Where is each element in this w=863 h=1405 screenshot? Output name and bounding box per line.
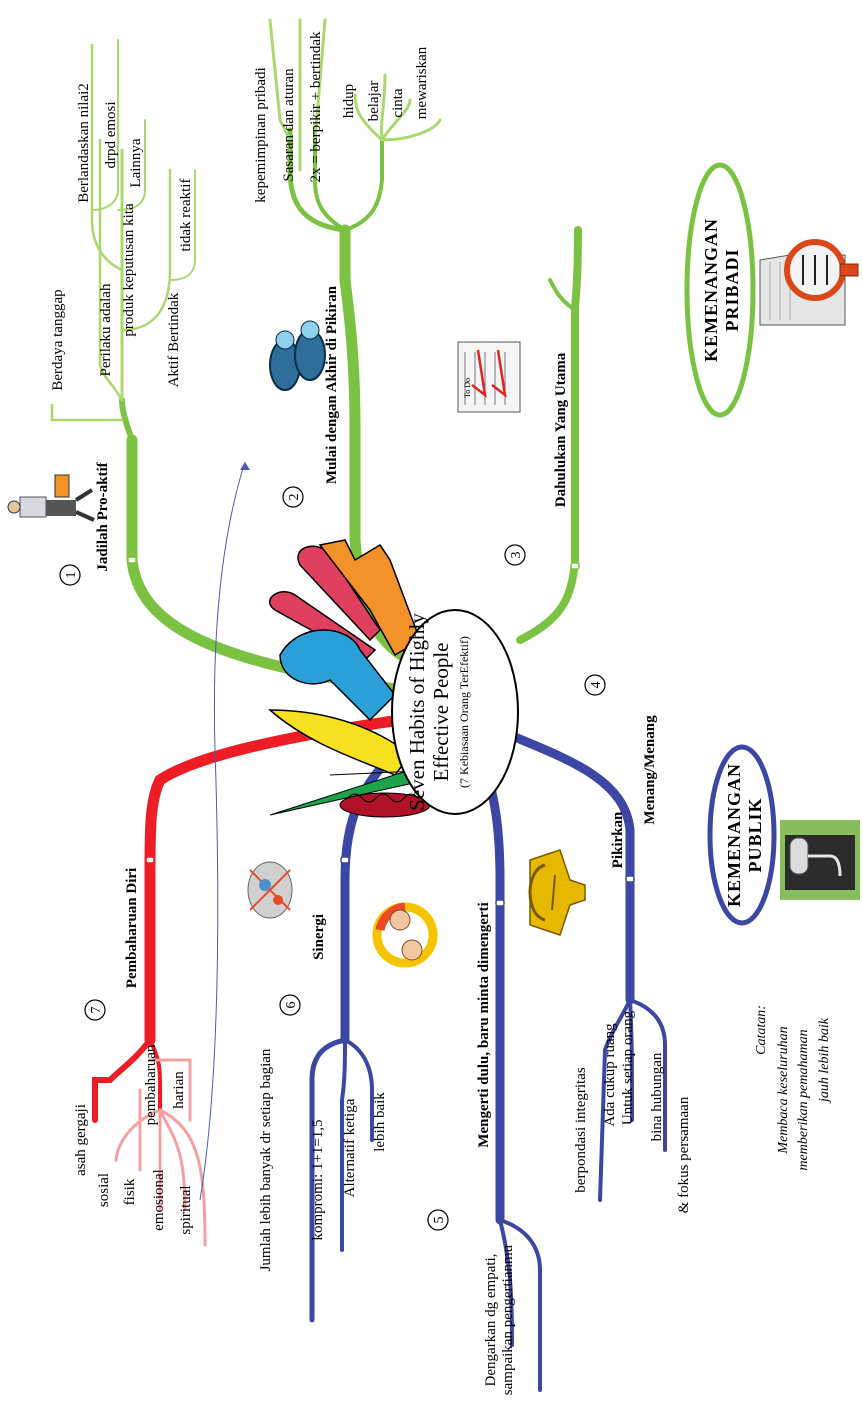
- habit-7-title: Pembaharuan Diri: [124, 868, 140, 988]
- cycle-arrow: [199, 461, 246, 1201]
- center-title-line1: Seven Habits of Highly: [405, 613, 429, 811]
- habit-4-item: bina hubungan: [649, 1052, 665, 1141]
- habit-5: 5 Mengerti dulu, baru minta dimengerti D…: [372, 902, 516, 1395]
- green-branches: [50, 18, 582, 696]
- habit-2-item: Sasaran dan aturan: [281, 68, 297, 182]
- habit-1-item: tidak reaktif: [178, 179, 194, 252]
- habit-7-number: 7: [89, 1007, 104, 1014]
- habit-4-item: Ada cukup ruang: [602, 1023, 618, 1127]
- habit-3: 3 Dahulukan Yang Utama To Do: [457, 341, 569, 566]
- habit-1: 1 Jadilah Pro-aktif Berdaya tanggap Peri…: [7, 83, 194, 586]
- kemenangan-pribadi-line1: KEMENANGAN: [701, 218, 721, 362]
- habit-6-item: lebih baik: [372, 1092, 388, 1152]
- habit-7-item: spiritual: [178, 1185, 194, 1234]
- habit-1-item: Berdaya tanggap: [50, 289, 66, 390]
- people-cycle-icon: [372, 902, 438, 968]
- habit-7-item: asah gergaji: [73, 1104, 89, 1176]
- habit-2-item: cinta: [390, 88, 406, 117]
- habit-2-title: Mulai dengan Akhir di Pikiran: [324, 285, 340, 484]
- habit-1-item: produk keputusan kita: [121, 203, 137, 337]
- habit-1-item: Aktif Bertindak: [166, 292, 182, 387]
- center-title-line2: Effective People: [429, 643, 453, 782]
- note-line3: memberikan pemahaman: [796, 1029, 811, 1170]
- habit-2-number: 2: [287, 494, 302, 501]
- branch-habit-2: [339, 224, 416, 666]
- habit-1-number: 1: [64, 572, 79, 579]
- habit-1-item: Perilaku adalah: [98, 283, 114, 376]
- habit-7-item: sosial: [96, 1173, 112, 1207]
- arrow-head-icon: [240, 462, 250, 470]
- synergy-icon: [247, 861, 293, 919]
- kemenangan-pribadi: KEMENANGAN PRIBADI: [684, 162, 859, 418]
- kemenangan-publik-line1: KEMENANGAN: [724, 763, 744, 907]
- center-topic: Seven Habits of Highly Effective People …: [391, 609, 519, 815]
- habit-7: 7 Pembaharuan Diri asah gergaji pembahar…: [73, 868, 194, 1235]
- trophy-icon: [528, 849, 586, 936]
- habit-4-title2: Menang/Menang: [642, 715, 658, 825]
- habit-6-title: Sinergi: [311, 914, 327, 960]
- habit-2-item: hidup: [341, 84, 357, 118]
- habit-2: 2 Mulai dengan Akhir di Pikiran kepemimp…: [253, 31, 430, 508]
- habit-4-title: Pikirkan: [610, 811, 626, 868]
- habit-6: 6 Sinergi Jumlah lebih banyak dr setiap …: [247, 861, 388, 1271]
- habit-2-item: mewariskan: [414, 46, 430, 119]
- habit-6-item: Jumlah lebih banyak dr setiap bagian: [258, 1048, 274, 1271]
- note-line2: Membaca keseluruhan: [776, 1026, 791, 1154]
- habit-6-number: 6: [284, 1002, 299, 1009]
- habit-3-title: Dahulukan Yang Utama: [553, 352, 569, 507]
- kemenangan-publik: KEMENANGAN PUBLIK: [707, 744, 860, 926]
- person-icon: [7, 474, 95, 522]
- habit-6-item: Alternatif ketiga: [342, 1098, 358, 1197]
- habit-4-item: & fokus persamaan: [676, 1096, 692, 1213]
- habit-7-item: pembaharuan: [143, 1044, 159, 1125]
- habit-4-item: berpondasi integritas: [573, 1067, 589, 1193]
- habit-5-item: sampaikan pengertianmu: [500, 1244, 516, 1395]
- binoculars-icon: [269, 320, 326, 391]
- habit-1-item: drpd emosi: [103, 101, 119, 168]
- kemenangan-pribadi-line2: PRIBADI: [722, 248, 742, 331]
- note: Catatan: Membaca keseluruhan memberikan …: [754, 1005, 832, 1170]
- magnifier-icon: [759, 239, 859, 326]
- habit-7-item: fisik: [122, 1178, 138, 1205]
- red-branches: [92, 714, 406, 1247]
- center-subtitle: (7 Kebiasaan Orang TerEfektif): [457, 636, 471, 788]
- branch-habit-7: [144, 714, 406, 1046]
- todo-list-icon: To Do: [457, 341, 521, 413]
- todo-label: To Do: [463, 378, 472, 398]
- habit-1-item: Lainnya: [128, 138, 144, 187]
- habit-2-item: belajar: [366, 81, 382, 122]
- note-line4: jauh lebih baik: [817, 1017, 832, 1104]
- habit-7-item: harian: [171, 1071, 187, 1109]
- branch-habit-3: [516, 226, 582, 644]
- habit-1-title: Jadilah Pro-aktif: [95, 461, 111, 571]
- habit-3-number: 3: [509, 552, 524, 559]
- microphone-icon: [780, 820, 860, 900]
- habit-1-item: Berlandaskan nilai2: [76, 83, 92, 203]
- habit-7-item: emosional: [151, 1169, 167, 1231]
- habit-5-item: Dengarkan dg empati,: [483, 1254, 499, 1387]
- note-line1: Catatan:: [754, 1005, 769, 1055]
- habit-2-item: kepemimpinan pribadi: [253, 67, 269, 202]
- swiss-knife-icon: [268, 539, 441, 818]
- kemenangan-publik-line2: PUBLIK: [745, 797, 765, 872]
- habit-5-title: Mengerti dulu, baru minta dimengerti: [476, 902, 492, 1147]
- habit-4-number: 4: [589, 682, 604, 689]
- habit-5-number: 5: [432, 1217, 447, 1224]
- habit-6-item: kompromi: 1+1=1,5: [310, 1119, 326, 1240]
- habit-4: 4 Pikirkan Menang/Menang berpondasi inte…: [528, 674, 692, 1213]
- habit-4-item: Untuk setiap orang: [620, 1010, 636, 1125]
- branch-habit-4: [505, 730, 635, 1005]
- habit-2-item: 2x = berpikir + bertindak: [308, 31, 324, 183]
